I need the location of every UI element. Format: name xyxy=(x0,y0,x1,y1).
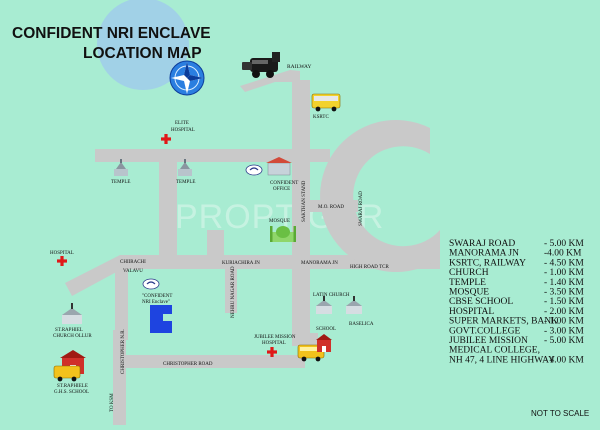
legend-item-distance: - 4.00 KM xyxy=(544,355,584,365)
legend-item-name: SUPER MARKETS, BANK xyxy=(449,317,558,327)
christopher-road-label: CHRISTOPHER ROAD xyxy=(163,362,213,367)
chiirachi-label-1: CHIIRACHI xyxy=(120,260,146,265)
legend-item-distance: - 1.00 KM xyxy=(544,317,584,327)
legend-item-name: SWARAJ ROAD xyxy=(449,239,515,249)
st-raphiel-school-label-2: G.H.S. SCHOOL xyxy=(54,390,89,395)
compass-glow xyxy=(97,0,189,90)
legend-item-distance: - 3.00 KM xyxy=(544,326,584,336)
office-building-icon xyxy=(266,157,292,176)
legend-item-distance: - 1.00 KM xyxy=(544,268,584,278)
confident-logo-icon xyxy=(142,278,160,290)
high-road-label: HIGH ROAD TCR xyxy=(350,265,389,270)
hospital-cross-icon xyxy=(267,347,277,357)
project-location-block xyxy=(150,305,172,333)
not-to-scale-label: NOT TO SCALE xyxy=(531,409,589,418)
confident-logo-icon xyxy=(245,164,263,176)
legend-item-name: JUBILEE MISSION xyxy=(449,336,528,346)
legend-item-distance: - 4.50 KM xyxy=(544,258,584,268)
temple-icon xyxy=(178,159,192,176)
legend-item-name: CBSE SCHOOL xyxy=(449,297,513,307)
legend-item-name: NH 47, 4 LINE HIGHWAY xyxy=(449,355,555,365)
swaraj-road-label: SWARAJ ROAD xyxy=(359,191,364,226)
mosque-icon xyxy=(270,226,296,242)
mosque-label: MOSQUE xyxy=(269,219,290,224)
nehru-nagar-road xyxy=(225,268,237,313)
legend-item-distance: - 5.00 KM xyxy=(544,239,584,249)
chiirachi-label-2: VALAVU xyxy=(123,269,143,274)
legend-item-name: GOVT.COLLEGE xyxy=(449,326,521,336)
sakthan-stand-label: SAKTHAN STAND xyxy=(302,180,307,222)
temple-label-2: TEMPLE xyxy=(176,180,195,185)
project-label-2: NRI Enclave" xyxy=(142,300,170,305)
legend-item-name: KSRTC, RAILWAY xyxy=(449,258,526,268)
project-label-1: "CONFIDENT xyxy=(142,294,172,299)
hospital-cross-icon xyxy=(57,256,67,266)
latin-church-label: LATIN CHURCH xyxy=(313,293,350,298)
elite-hospital-road xyxy=(159,149,177,257)
christopher-road xyxy=(115,355,305,368)
chiirachi-vertical-road xyxy=(115,262,128,340)
jubilee-road xyxy=(292,333,318,346)
kuriachira-label: KURIACHIRA JN xyxy=(222,261,260,266)
manorama-label: MANORAMA JN xyxy=(301,261,338,266)
hospital-cross-icon xyxy=(161,134,171,144)
compass-icon xyxy=(169,60,205,96)
confident-office-label-2: OFFICE xyxy=(273,187,290,192)
st-raphiel-school-label-1: ST.RAPHIELE xyxy=(57,384,88,389)
church-icon xyxy=(316,296,332,314)
ksrtc-label: KSRTC xyxy=(313,115,329,120)
distance-legend: SWARAJ ROAD - 5.00 KM MANORAMA JN -4.00 KM K… xyxy=(449,239,584,365)
swaraj-round xyxy=(320,119,440,272)
nehru-nagar-label: NEHRU NAGAR ROAD xyxy=(231,266,236,318)
legend-item-distance: - 5.00 KM xyxy=(544,336,584,346)
legend-item-distance: -4.00 KM xyxy=(544,249,582,259)
legend-item-name: CHURCH xyxy=(449,268,489,278)
mo-road-label: M.O. ROAD xyxy=(318,205,344,210)
baselica-label: BASELICA xyxy=(349,322,374,327)
kuriachira-road xyxy=(207,230,224,266)
christopher-nr-label: CHRISTOPHER N.R. xyxy=(121,329,126,374)
legend-item-name: TEMPLE xyxy=(449,278,486,288)
legend-item-distance: - 1.50 KM xyxy=(544,297,584,307)
map-title-line2: LOCATION MAP xyxy=(83,45,202,62)
train-icon xyxy=(242,52,280,78)
elite-hospital-label-2: HOSPITAL xyxy=(171,128,195,133)
legend-item-distance: - 1.40 KM xyxy=(544,278,584,288)
jubilee-hospital-label-2: HOSPITAL xyxy=(262,341,286,346)
to-ksm-label: TO KSM xyxy=(110,393,115,412)
legend-item-name: MANORAMA JN xyxy=(449,249,519,259)
railway-road xyxy=(240,70,300,92)
elite-hospital-label-1: ELITE xyxy=(175,121,189,126)
school-label: SCHOOL xyxy=(316,327,336,332)
temple-label-1: TEMPLE xyxy=(111,180,130,185)
bus-icon xyxy=(311,93,341,112)
hospital-label: HOSPITAL xyxy=(50,251,74,256)
legend-item-name: HOSPITAL xyxy=(449,307,494,317)
legend-item-name: MEDICAL COLLEGE, xyxy=(449,346,540,356)
church-icon xyxy=(62,303,82,324)
st-raphiel-church-label-2: CHURCH OLLUR xyxy=(53,334,92,339)
christopher-vertical-road xyxy=(113,330,126,425)
school-bus-icon xyxy=(53,365,81,382)
legend-item-name: MOSQUE xyxy=(449,288,489,298)
map-title-line1: CONFIDENT NRI ENCLAVE xyxy=(12,25,211,42)
jubilee-hospital-label-1: JUBILEE MISSION xyxy=(254,335,296,340)
school-building-icon xyxy=(316,334,332,352)
st-raphiel-church-label-1: ST.RAPHIEL xyxy=(55,328,83,333)
legend-item-distance: - 3.50 KM xyxy=(544,288,584,298)
temple-icon xyxy=(114,159,128,176)
railway-label: RAILWAY xyxy=(287,64,311,70)
road-network xyxy=(65,70,440,425)
confident-office-label-1: CONFIDENT xyxy=(270,181,298,186)
church-icon xyxy=(346,296,362,314)
sakthan-stand-road xyxy=(292,80,310,345)
legend-item-distance: - 2.00 KM xyxy=(544,307,584,317)
koorkanchery-road xyxy=(95,149,330,162)
